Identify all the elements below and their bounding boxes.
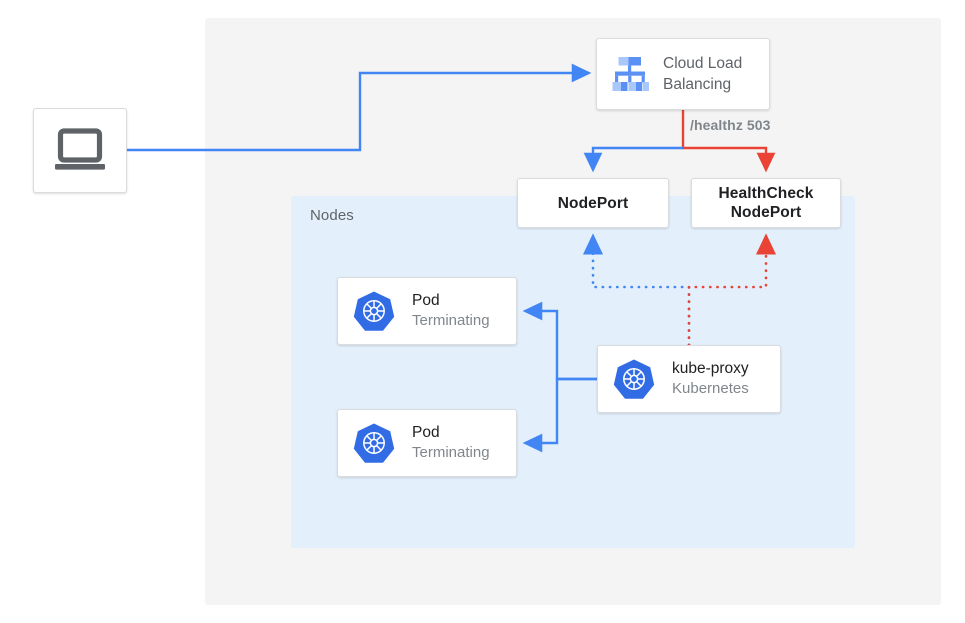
cloud-load-balancing-node[interactable]: Cloud Load Balancing xyxy=(596,38,770,110)
kube-proxy-node[interactable]: kube-proxy Kubernetes xyxy=(597,345,781,413)
kubernetes-icon xyxy=(613,359,655,399)
nodes-panel-label: Nodes xyxy=(310,207,354,224)
cloud-load-balancing-icon xyxy=(612,57,649,91)
nodeport-node[interactable]: NodePort xyxy=(517,178,669,228)
pod-node-1[interactable]: Pod Terminating xyxy=(337,277,517,345)
nodeport-label: NodePort xyxy=(557,194,629,212)
pod-2-title: Pod xyxy=(412,424,440,441)
kube-proxy-title: kube-proxy xyxy=(672,360,749,377)
cloud-load-balancing-line1: Cloud Load xyxy=(663,55,743,72)
pod-2-status: Terminating xyxy=(412,444,490,461)
pod-2-text: Pod Terminating xyxy=(412,423,490,463)
pod-1-status: Terminating xyxy=(412,312,490,329)
cloud-load-balancing-line2: Balancing xyxy=(663,76,732,93)
pod-node-2[interactable]: Pod Terminating xyxy=(337,409,517,477)
cloud-load-balancing-label: Cloud Load Balancing xyxy=(663,53,742,95)
healthcheck-nodeport-label: HealthCheck NodePort xyxy=(719,184,814,222)
kube-proxy-subtitle: Kubernetes xyxy=(672,380,749,397)
kubernetes-icon xyxy=(353,423,395,463)
pod-1-text: Pod Terminating xyxy=(412,291,490,331)
healthcheck-nodeport-line1: HealthCheck xyxy=(718,185,814,202)
pod-1-title: Pod xyxy=(412,292,440,309)
laptop-icon xyxy=(55,127,105,170)
healthcheck-nodeport-line2: NodePort xyxy=(730,204,802,221)
kube-proxy-text: kube-proxy Kubernetes xyxy=(672,359,749,399)
healthcheck-nodeport-node[interactable]: HealthCheck NodePort xyxy=(691,178,841,228)
client-node[interactable] xyxy=(33,108,127,193)
kubernetes-icon xyxy=(353,291,395,331)
healthz-edge-label: /healthz 503 xyxy=(690,117,771,133)
